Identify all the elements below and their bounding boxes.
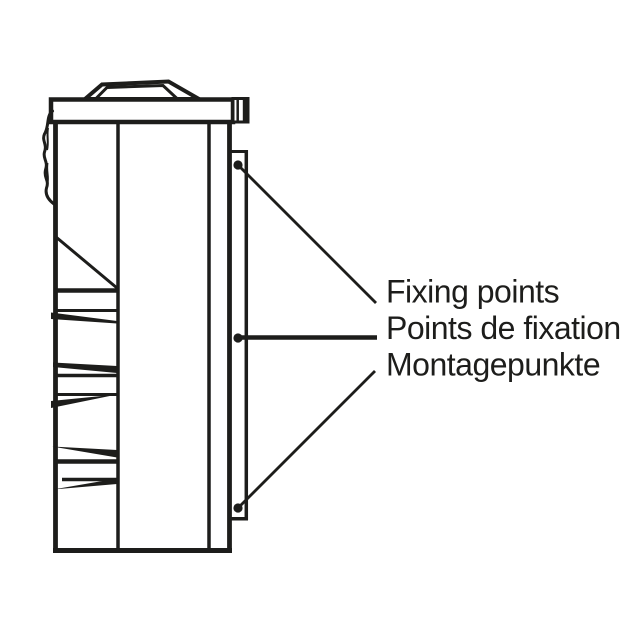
leader-lines [237,164,377,509]
leader-line-top [237,164,377,304]
appliance-body [53,122,232,553]
label-fixing-points-en: Fixing points [386,274,559,310]
leader-line-bottom [237,370,376,509]
lid-inner-outline [94,83,179,101]
cap-flange [48,97,236,125]
cutaway-diagonal [55,235,118,290]
label-fixing-points-de: Montagepunkte [386,347,600,383]
top-cap [48,97,250,125]
cutaway-wedge [52,446,117,458]
label-fixing-points-fr: Points de fixation [386,310,621,346]
cutaway-wedge [51,394,117,408]
cutaway-wedge [53,478,117,490]
lid-outer-outline [79,79,207,101]
insulation-cutaway-marks [51,235,119,490]
mounting-bracket [230,150,249,521]
torn-insulation-flap-detail [46,127,49,184]
cutaway-wedge [53,362,117,373]
torn-insulation-flap [42,109,56,206]
cap-right-tab-bar [242,98,248,123]
lid-top [79,79,207,101]
cutaway-wedge [51,312,117,324]
